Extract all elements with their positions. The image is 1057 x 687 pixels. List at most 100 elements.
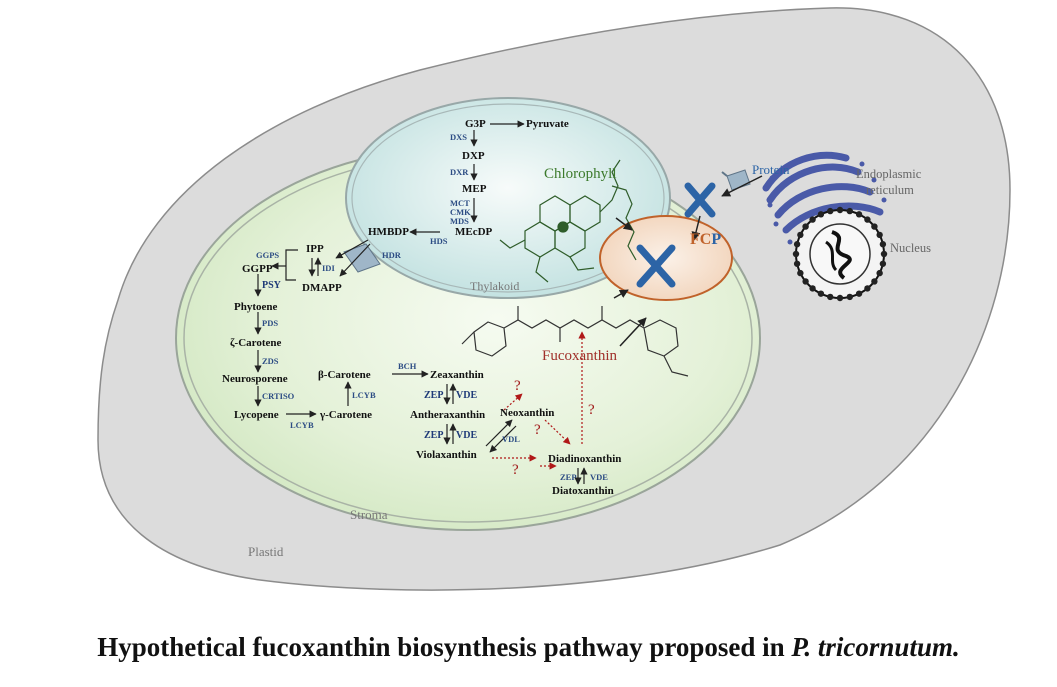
er-label-line2: reticulum [866,183,914,197]
nuclear-pore [797,231,804,239]
nuclear-pore [793,260,801,267]
nuclear-pore [880,250,888,258]
cmk-label: CMK [450,207,471,217]
stroma-label: Stroma [350,507,388,522]
zeta-carotene-label: ζ-Carotene [230,337,281,349]
hdr-transporter-icon [343,243,381,273]
nuclear-pore [846,207,853,215]
fucoxanthin-structure [461,306,689,377]
protein-label: Protein [752,162,790,177]
dxs-label: DXS [450,132,467,142]
pds-label: PDS [262,318,278,328]
g3p-label: G3P [465,118,486,130]
idi-label: IDI [322,263,335,273]
figure-caption: Hypothetical fucoxanthin biosynthesis pa… [0,632,1057,663]
hdr-label: HDR [382,250,402,260]
nuclear-pore [864,285,871,292]
thylakoid-label: Thylakoid [470,279,519,293]
thylakoid [345,97,671,299]
zeaxanthin-label: Zeaxanthin [430,369,484,381]
bch-label: BCH [398,361,417,371]
caption-species: P. tricornutum. [791,632,960,662]
zep-label-2: ZEP [424,430,443,441]
vde-label-3: VDE [590,472,608,482]
nuclear-pore [802,278,809,285]
nuclear-pore [827,293,834,301]
zds-label: ZDS [262,356,279,366]
ggps-label: GGPS [256,250,279,260]
gamma-carotene-label: γ-Carotene [319,409,372,421]
unknown-step-4: ? [512,462,519,478]
nuclear-pore [793,241,801,248]
er-label-line1: Endoplasmic [856,167,922,181]
dxr-label: DXR [450,167,469,177]
chlorophyll-label: Chlorophyll [544,166,617,182]
plastid-label: Plastid [248,544,284,559]
nucleus-label: Nucleus [890,241,931,255]
fcp-label-p: P [711,231,721,248]
neurosporene-label: Neurosporene [222,373,288,385]
vdl-label: VDL [502,434,520,444]
vde-label-1: VDE [456,390,477,401]
lcyb-label-1: LCYB [290,420,314,430]
nuclear-pore [879,241,887,248]
fcp-label-c: C [700,231,712,248]
zep-label-3: ZEP [560,472,577,482]
unknown-step-1: ? [514,378,521,394]
violaxanthin-label: Violaxanthin [416,449,477,461]
nuclear-pore [876,231,883,239]
nuclear-pore [802,223,809,230]
vde-label-2: VDE [456,430,477,441]
unknown-step-2: ? [534,422,541,438]
zep-label-1: ZEP [424,390,443,401]
beta-carotene-label: β-Carotene [318,369,371,381]
nuclear-pore [855,290,863,297]
neoxanthin-label: Neoxanthin [500,407,554,419]
nuclear-pore [836,294,844,302]
fucoxanthin-label: Fucoxanthin [542,348,617,364]
pyruvate-label: Pyruvate [526,118,569,130]
nuclear-pore [836,206,844,214]
nuclear-pore [871,278,878,285]
chlorophyll-structure [499,159,637,283]
fcp-label: FCP [690,231,721,248]
nucleus-icon [792,206,888,302]
antheraxanthin-label: Antheraxanthin [410,409,485,421]
nuclear-pore [817,290,825,297]
fcp-protein-icon [636,244,676,288]
nuclear-pore [809,285,816,292]
nuclear-pore [792,250,800,258]
psy-label: PSY [262,280,282,291]
nuclear-pore [846,293,853,301]
nuclear-pore [879,260,887,267]
lycopene-label: Lycopene [234,409,279,421]
crtiso-label: CRTISO [262,391,295,401]
fcp-label-f: F [690,231,700,248]
mep-label: MEP [462,183,487,195]
unknown-step-3: ? [588,402,595,418]
ggpp-label: GGPP [242,263,273,275]
caption-text: Hypothetical fucoxanthin biosynthesis pa… [97,632,792,662]
mct-label: MCT [450,198,470,208]
hmbdp-label: HMBDP [368,226,409,238]
nuclear-pore [809,216,816,223]
lcyb-label-2: LCYB [352,390,376,400]
protein-x-icon [684,182,716,218]
nuclear-pore [827,207,834,215]
nuclear-pore [855,211,863,218]
dmapp-label: DMAPP [302,282,342,294]
nuclear-pore [871,223,878,230]
diatoxanthin-label: Diatoxanthin [552,485,614,497]
mecdp-label: MEcDP [455,226,493,238]
nuclear-pore [864,216,871,223]
diadinoxanthin-label: Diadinoxanthin [548,453,621,465]
nuclear-pore [876,269,883,277]
hds-label: HDS [430,236,448,246]
nuclear-pore [817,211,825,218]
dxp-label: DXP [462,150,485,162]
phytoene-label: Phytoene [234,301,278,313]
pathway-diagram: Plastid Stroma Thylakoid Endoplasmic ret… [97,7,1011,591]
ipp-label: IPP [306,243,324,255]
er-ribosome-dots [767,161,887,245]
mds-label: MDS [450,216,469,226]
